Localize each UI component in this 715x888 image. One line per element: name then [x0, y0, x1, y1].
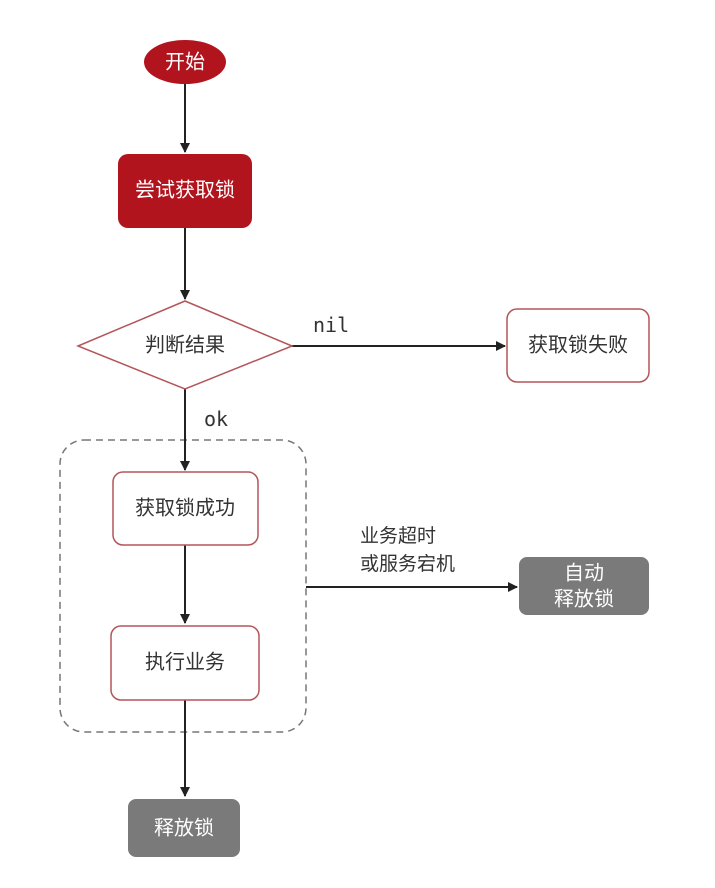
retry-scope-dashed-box — [59, 439, 307, 733]
judge-result-label: 判断结果 — [145, 333, 225, 357]
auto-release-label-line2: 释放锁 — [554, 587, 614, 611]
start-node: 开始 — [144, 40, 226, 84]
auto-release-label-line1: 自动 — [564, 561, 604, 585]
judge-result-node: 判断结果 — [76, 300, 294, 390]
try-acquire-lock-node: 尝试获取锁 — [118, 154, 252, 228]
acquire-success-node: 获取锁成功 — [112, 471, 259, 546]
edge-label-timeout-line1: 业务超时 — [360, 525, 436, 547]
start-label: 开始 — [165, 50, 205, 74]
acquire-fail-node: 获取锁失败 — [506, 308, 650, 383]
acquire-fail-label: 获取锁失败 — [528, 333, 628, 357]
acquire-success-label: 获取锁成功 — [135, 496, 235, 520]
release-lock-label: 释放锁 — [154, 816, 214, 840]
release-lock-node: 释放锁 — [128, 799, 240, 857]
try-acquire-lock-label: 尝试获取锁 — [135, 178, 235, 202]
edge-label-nil: nil — [313, 313, 349, 337]
edge-label-ok: ok — [204, 407, 228, 431]
execute-business-label: 执行业务 — [145, 650, 225, 674]
edge-label-timeout-line2: 或服务宕机 — [360, 553, 455, 575]
execute-business-node: 执行业务 — [110, 625, 260, 701]
auto-release-node: 自动 释放锁 — [519, 557, 649, 615]
